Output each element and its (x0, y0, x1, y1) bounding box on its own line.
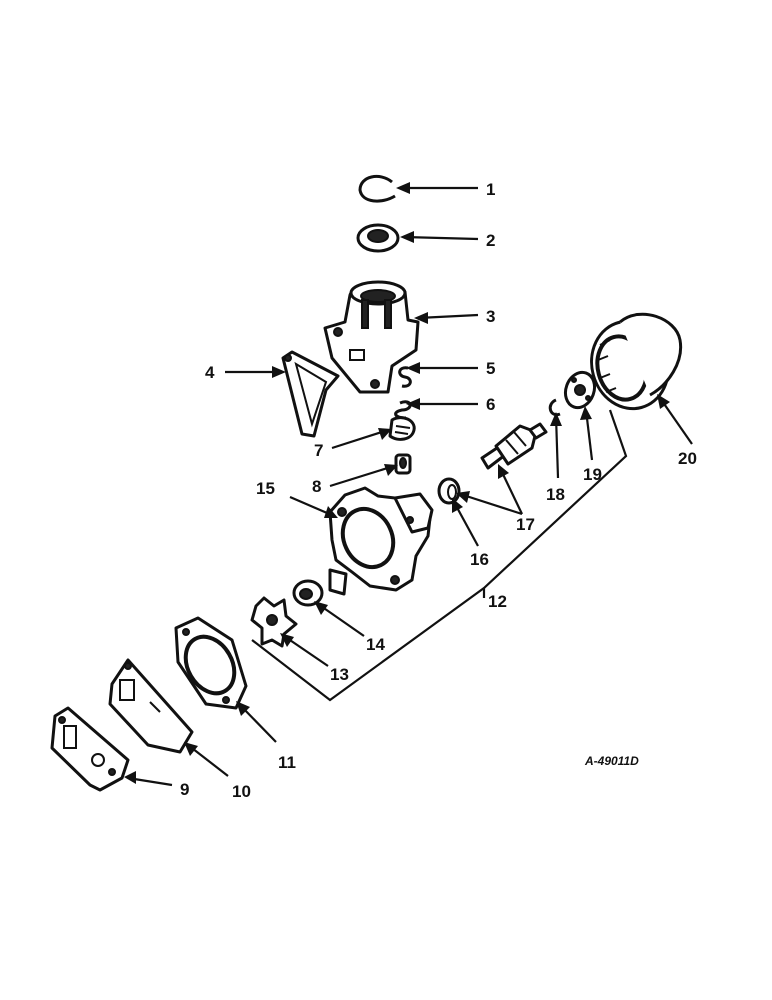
arrowhead-10 (184, 742, 198, 756)
arrowhead-3 (414, 312, 428, 324)
leader-14 (317, 603, 365, 637)
arrowhead-13 (280, 633, 294, 647)
arrowhead-1 (396, 182, 410, 194)
callout-6: 6 (486, 395, 495, 414)
arrowhead-11 (236, 701, 250, 716)
arrowhead-8 (384, 464, 398, 476)
callout-16: 16 (470, 550, 489, 569)
part-9-cover-plate (50, 706, 130, 792)
part-5-clip (398, 366, 412, 388)
arrowhead-4 (272, 366, 286, 378)
part-10-cover-plate (108, 658, 194, 754)
callout-1: 1 (486, 180, 495, 199)
arrowhead-19 (580, 406, 592, 420)
part-13-impeller (250, 596, 298, 648)
leader-17a (459, 492, 523, 516)
part-4-bracket (281, 350, 340, 438)
arrowhead-20 (657, 394, 670, 409)
leader-8 (329, 464, 395, 488)
leader-18 (554, 415, 560, 479)
callout-13: 13 (330, 665, 349, 684)
part-15-pump-body (328, 486, 434, 596)
callout-14: 14 (366, 635, 385, 654)
callout-12: 12 (488, 592, 507, 611)
part-11-gasket (174, 616, 248, 710)
leader-lines (124, 182, 693, 787)
callout-17: 17 (516, 515, 535, 534)
callout-2: 2 (486, 231, 495, 250)
callout-10: 10 (232, 782, 251, 801)
arrowhead-17b (498, 464, 509, 479)
callout-7: 7 (314, 441, 323, 460)
arrowhead-14 (314, 601, 328, 615)
arrowhead-16 (452, 498, 463, 513)
arrowhead-17a (456, 491, 470, 503)
callout-3: 3 (486, 307, 495, 326)
part-3-outlet-housing (323, 280, 420, 394)
part-16-slinger (437, 477, 461, 505)
diagram-reference-code: A-49011D (584, 754, 639, 768)
arrowhead-9 (124, 771, 136, 784)
arrowhead-5 (406, 362, 420, 374)
arrowhead-7 (378, 428, 392, 440)
part-14-seal-assembly (292, 579, 324, 607)
callout-5: 5 (486, 359, 495, 378)
callout-19: 19 (583, 465, 602, 484)
part-8-bushing (394, 453, 412, 475)
part-2-seal (356, 223, 400, 253)
callout-15: 15 (256, 479, 275, 498)
leader-11 (239, 704, 277, 743)
leader-13 (283, 635, 329, 667)
part-7-thermostat (388, 416, 416, 441)
callout-4: 4 (205, 363, 215, 382)
part-1-snap-ring (358, 174, 396, 203)
part-18-snap-ring (548, 398, 561, 417)
callout-9: 9 (180, 780, 189, 799)
assembly-12-bracket (251, 409, 628, 702)
callout-11: 11 (278, 753, 296, 772)
callout-labels: 1 2 3 4 5 6 7 8 9 10 11 12 13 14 15 16 1… (180, 180, 697, 801)
arrowhead-6 (406, 398, 420, 410)
callout-18: 18 (546, 485, 565, 504)
part-17-shaft-bearing (480, 422, 548, 470)
part-20-fan-pulley (590, 312, 683, 411)
leader-7 (331, 428, 389, 450)
callout-20: 20 (678, 449, 697, 468)
arrowhead-18 (550, 412, 562, 426)
callout-8: 8 (312, 477, 321, 496)
arrowhead-15 (324, 506, 338, 518)
part-19-hub (563, 370, 597, 410)
arrowhead-2 (400, 231, 414, 243)
leader-20 (659, 397, 693, 445)
leader-2 (403, 235, 479, 241)
leader-10 (187, 744, 229, 777)
